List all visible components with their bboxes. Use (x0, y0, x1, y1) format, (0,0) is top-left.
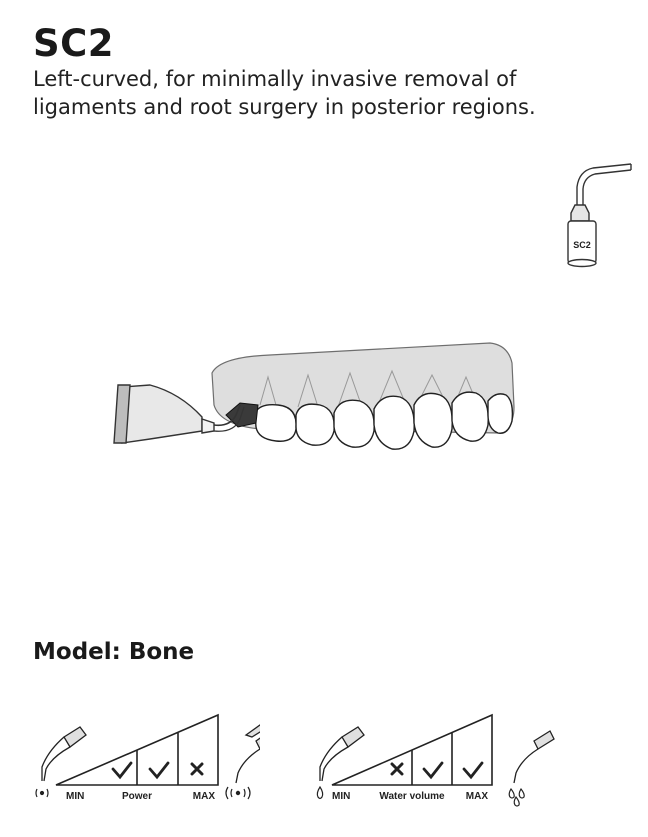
power-level-1-check-icon (111, 761, 133, 780)
handpiece-water-max-icon (513, 730, 555, 784)
handpiece-max-icon (235, 724, 260, 784)
water-drop-low-icon (316, 785, 324, 800)
vibration-high-icon (225, 786, 251, 800)
dental-arch-illustration (113, 342, 515, 450)
power-triangle (55, 713, 219, 786)
water-max-label: MAX (466, 791, 489, 802)
water-drops-high-icon (508, 787, 525, 807)
power-level-2-check-icon (148, 761, 170, 780)
product-title: SC2 (33, 22, 115, 65)
water-level-1-cross-icon (390, 762, 404, 776)
handpiece-water-min-icon (319, 726, 365, 782)
water-level-3-check-icon (462, 761, 484, 780)
water-triangle (331, 713, 493, 786)
power-min-label: MIN (66, 791, 84, 802)
water-center-label: Water volume (379, 791, 445, 802)
scaler-handpiece (113, 384, 245, 444)
power-center-label: Power (122, 791, 152, 802)
scaler-tip-illustration: SC2 (567, 163, 632, 268)
tip-model-label: SC2 (573, 240, 591, 250)
product-description: Left-curved, for minimally invasive remo… (33, 67, 536, 119)
vibration-low-icon (35, 788, 49, 798)
power-max-label: MAX (193, 791, 216, 802)
handpiece-min-icon (41, 726, 87, 782)
model-label: Model: Bone (33, 639, 195, 665)
power-scale: MIN Power MAX (35, 713, 260, 802)
teeth (254, 391, 514, 450)
water-min-label: MIN (332, 791, 350, 802)
water-level-2-check-icon (422, 761, 444, 780)
power-level-3-cross-icon (190, 762, 204, 776)
water-volume-scale: MIN Water volume MAX (316, 713, 555, 807)
